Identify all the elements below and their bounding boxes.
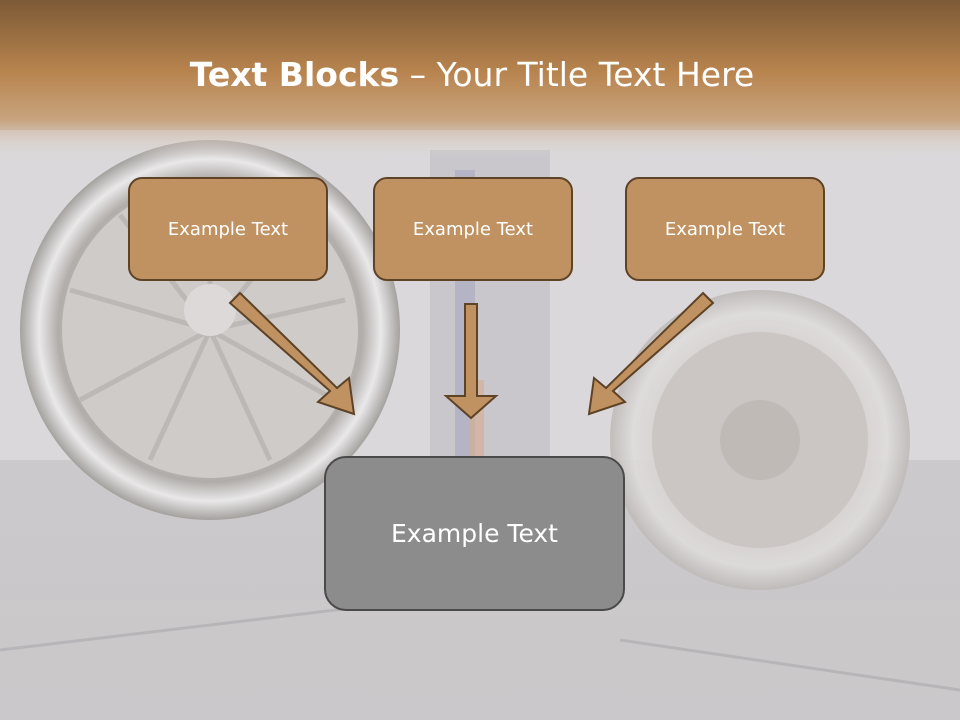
slide-title: Text Blocks – Your Title Text Here <box>0 52 944 98</box>
arrow-left-icon <box>228 291 356 416</box>
text-block-bottom: Example Text <box>324 456 625 611</box>
title-bold: Text Blocks <box>189 55 400 94</box>
text-block-left: Example Text <box>128 177 328 281</box>
arrow-right-icon <box>587 291 715 416</box>
arrow-center-icon <box>443 303 499 420</box>
title-rest: Your Title Text Here <box>436 55 755 94</box>
text-block-right: Example Text <box>625 177 825 281</box>
text-block-center: Example Text <box>373 177 573 281</box>
title-separator: – <box>399 55 437 94</box>
